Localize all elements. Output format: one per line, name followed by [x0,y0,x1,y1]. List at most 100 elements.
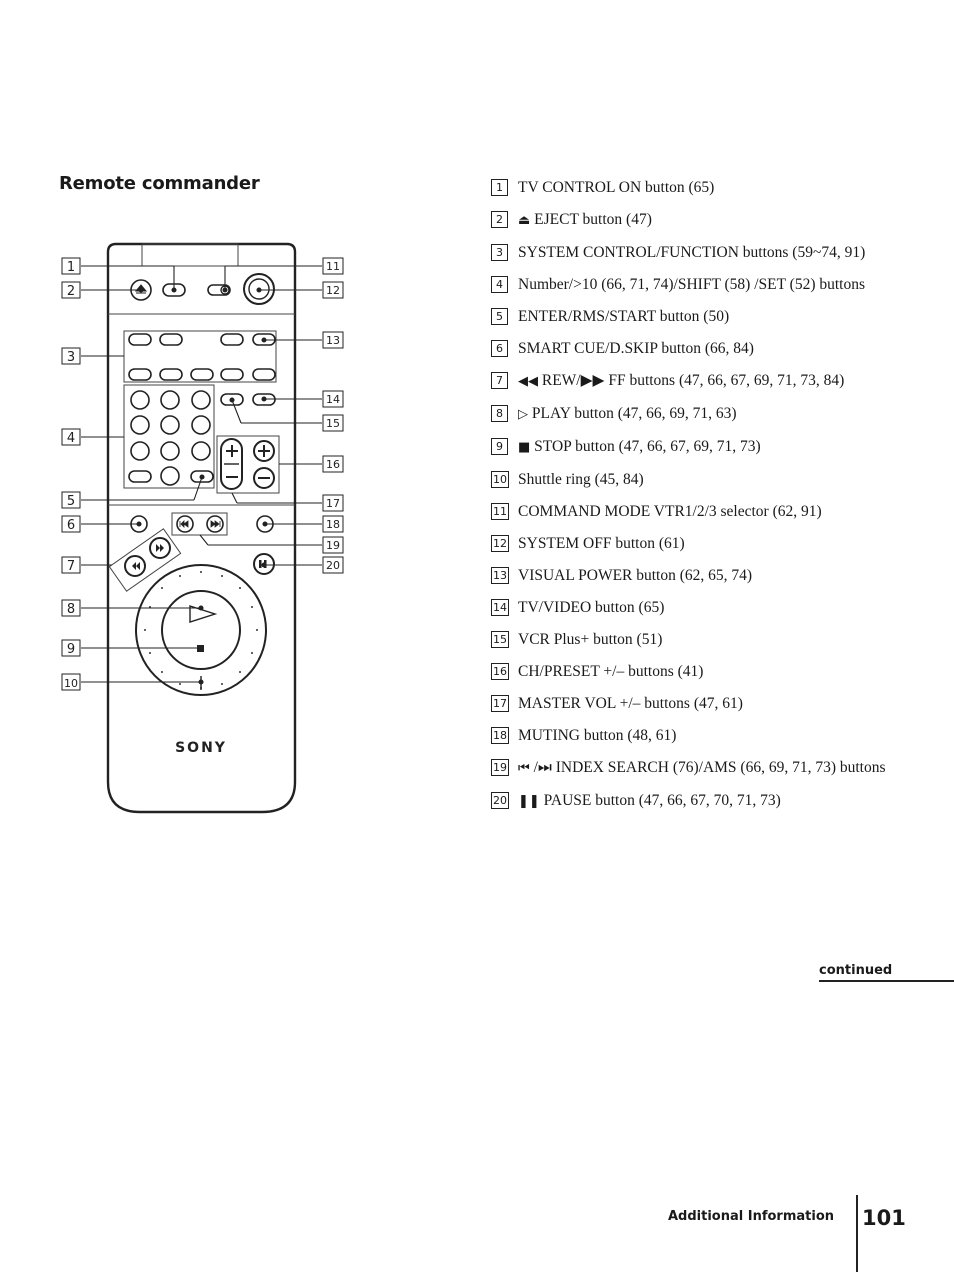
callout-label: 12 [326,284,340,297]
pause-icon: ❚❚ [518,794,540,809]
item-text: EJECT button (47) [534,211,652,228]
callout-label: 11 [326,260,340,273]
item-text: SYSTEM OFF button (61) [518,535,685,552]
play-icon: ▷ [518,407,528,422]
item-number: 19 [491,759,509,776]
eject-icon: ⏏ [518,213,531,228]
item-number: 10 [491,471,509,488]
item-text: SMART CUE/D.SKIP button (66, 84) [518,340,754,357]
item-number: 11 [491,503,509,520]
callout-label: 7 [67,559,75,574]
number-button [130,390,150,410]
function-button [220,368,244,381]
list-item: 12 SYSTEM OFF button (61) [491,533,891,554]
number-button [160,390,180,410]
item-number: 3 [491,244,508,261]
list-item: 11 COMMAND MODE VTR1/2/3 selector (62, 91… [491,501,891,522]
continued-label: continued [819,963,954,982]
number-button [191,415,211,435]
item-text: SYSTEM CONTROL/FUNCTION buttons (59~74, … [518,244,866,261]
item-number: 17 [491,695,509,712]
item-number: 6 [491,340,508,357]
list-item: 16 CH/PRESET +/– buttons (41) [491,661,891,682]
shuttle-ring-dots [144,571,258,689]
item-number: 8 [491,405,508,422]
play-stop-center [161,590,241,670]
function-button [128,333,152,346]
list-item: 18 MUTING button (48, 61) [491,725,891,746]
item-number: 12 [491,535,509,552]
callout-label: 16 [326,458,340,471]
item-number: 9 [491,438,508,455]
callout-label: 13 [326,334,340,347]
list-item: 15 VCR Plus+ button (51) [491,629,891,650]
item-text: Shuttle ring (45, 84) [518,471,644,488]
item-text: VCR Plus+ button (51) [518,631,663,648]
item-text: COMMAND MODE VTR1/2/3 selector (62, 91) [518,503,822,520]
footer-section-title: Additional Information [668,1209,835,1224]
list-item: 10 Shuttle ring (45, 84) [491,469,891,490]
list-item: 6 SMART CUE/D.SKIP button (66, 84) [491,338,891,359]
callout-label: 1 [67,260,75,275]
item-text: PAUSE button (47, 66, 67, 70, 71, 73) [543,792,781,809]
item-number: 7 [491,372,508,389]
callout-label: 8 [67,602,75,617]
callouts: 1 2 3 4 5 6 7 8 9 10 11 12 13 14 15 16 1… [61,257,344,691]
function-button [159,333,183,346]
item-text: MUTING button (48, 61) [518,727,677,744]
item-text: /⏭ INDEX SEARCH (76)/AMS (66, 69, 71, 73… [533,759,886,776]
callout-label: 20 [326,559,340,572]
item-text: VISUAL POWER button (62, 65, 74) [518,567,753,584]
previous-track-icon: ⏮ [518,761,530,776]
callout-label: 9 [67,642,75,657]
list-item: 17 MASTER VOL +/– buttons (47, 61) [491,693,891,714]
item-text: MASTER VOL +/– buttons (47, 61) [518,695,743,712]
item-number: 16 [491,663,509,680]
callout-label: 17 [326,497,340,510]
item-number: 4 [491,276,508,293]
callout-label: 5 [67,494,75,509]
callout-label: 15 [326,417,340,430]
item-text: REW/▶▶ FF buttons (47, 66, 67, 69, 71, 7… [541,372,845,389]
item-number: 2 [491,211,508,228]
item-number: 15 [491,631,509,648]
item-text: TV/VIDEO button (65) [518,599,665,616]
number-button [130,441,150,461]
item-number: 20 [491,792,509,809]
brand-logo: SONY [175,740,227,756]
list-item: 2 ⏏ EJECT button (47) [491,209,891,231]
callout-label: 4 [67,431,75,446]
list-item: 20 ❚❚ PAUSE button (47, 66, 67, 70, 71, 7… [491,790,891,812]
list-item: 19 ⏮ /⏭ INDEX SEARCH (76)/AMS (66, 69, 71… [491,757,891,779]
stop-icon: ■ [518,440,531,455]
number-button [160,466,180,486]
section-heading: Remote commander [59,173,260,194]
rewind-icon: ◀◀ [518,374,538,389]
item-text: ENTER/RMS/START button (50) [518,308,730,325]
callout-label: 19 [326,539,340,552]
footer-divider [856,1195,858,1272]
item-text: CH/PRESET +/– buttons (41) [518,663,704,680]
callout-label: 3 [67,350,75,365]
callout-label: 10 [64,677,78,690]
shift-button [128,470,152,483]
item-text: PLAY button (47, 66, 69, 71, 63) [531,405,737,422]
number-button [160,415,180,435]
ir-window [141,243,239,267]
function-button [128,368,152,381]
item-text: STOP button (47, 66, 67, 69, 71, 73) [534,438,761,455]
callout-label: 14 [326,393,340,406]
number-button [191,390,211,410]
function-button [159,368,183,381]
item-text: Number/>10 (66, 71, 74)/SHIFT (58) /SET … [518,276,866,293]
item-number: 1 [491,179,508,196]
number-button [130,415,150,435]
number-button [191,441,211,461]
function-button [252,368,276,381]
item-number: 18 [491,727,509,744]
